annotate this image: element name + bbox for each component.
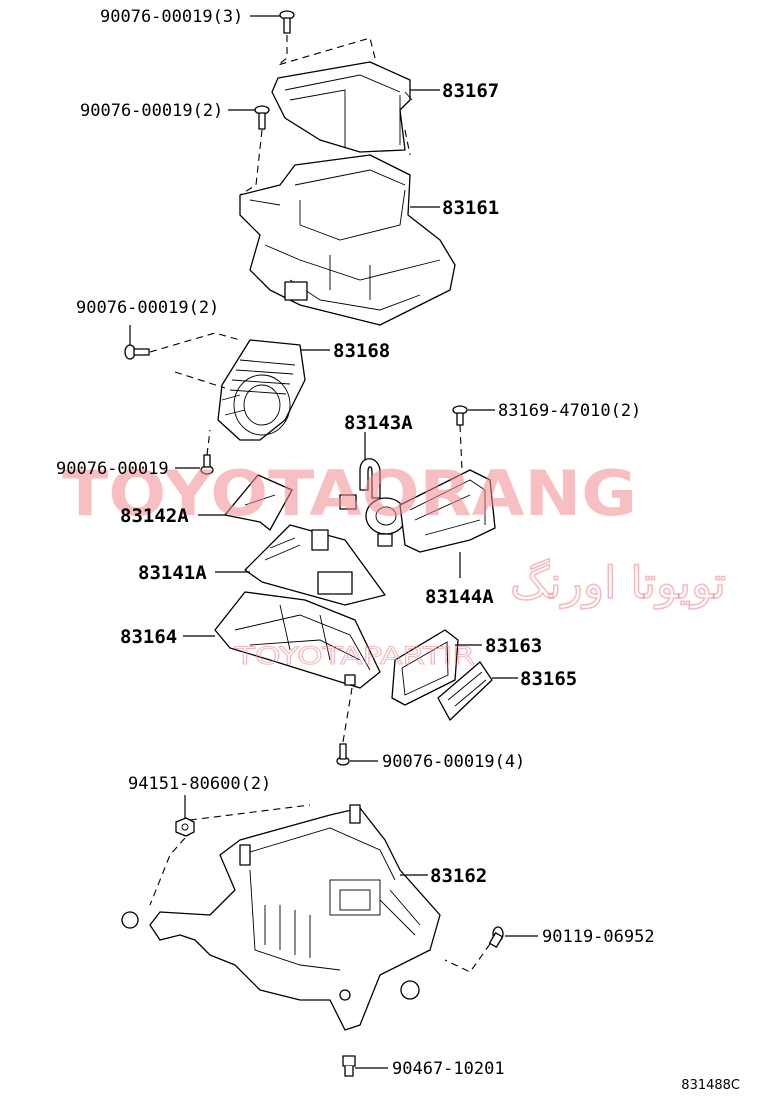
screw-left-icon [254, 105, 270, 130]
label-83144a: 83144A [425, 586, 494, 608]
label-83162: 83162 [430, 865, 487, 887]
label-83167: 83167 [442, 80, 499, 102]
part-83167-cover [271, 61, 413, 153]
screw-47010-icon [452, 405, 468, 426]
part-labels: 90076-00019(3) 90076-00019(2) 83167 8316… [56, 7, 740, 1093]
label-83164: 83164 [120, 626, 177, 648]
watermark-main: TOYOTAORANG [62, 457, 637, 530]
label-screw-4: 90076-00019(4) [382, 752, 525, 772]
nut-icon [175, 817, 195, 837]
label-83163: 83163 [485, 635, 542, 657]
label-83142a: 83142A [120, 505, 189, 527]
part-83168-motor-unit [217, 339, 306, 441]
part-83165-filter [437, 661, 493, 721]
label-screw-top-2: 90076-00019(2) [80, 101, 223, 121]
label-screw-mid-2: 90076-00019(2) [76, 298, 219, 318]
label-83165: 83165 [520, 668, 577, 690]
watermark-sub: TOYOTAPARTIR [234, 642, 475, 670]
watermark: TOYOTAORANG تويوتا اورنگ TOYOTAPARTIR [62, 457, 727, 671]
part-83141a-panel [244, 524, 386, 606]
label-83141a: 83141A [138, 562, 207, 584]
part-83143a-aspirator [339, 458, 407, 547]
watermark-arabic: تويوتا اورنگ [510, 558, 726, 609]
diagram-code: 831488C [681, 1078, 740, 1093]
label-screw-top-3: 90076-00019(3) [100, 7, 243, 27]
part-83144a-bracket [399, 469, 496, 553]
leader-lines [129, 15, 538, 1069]
label-83143a: 83143A [344, 412, 413, 434]
part-83161-case [239, 154, 456, 326]
part-83162-housing [121, 804, 441, 1031]
part-83164-lower-panel [214, 591, 381, 689]
label-screw-90119: 90119-06952 [542, 927, 655, 947]
label-nut-94151: 94151-80600(2) [128, 774, 271, 794]
label-83168: 83168 [333, 340, 390, 362]
part-83142a-plate [224, 474, 293, 531]
screw-lower-icon [200, 454, 214, 475]
label-clip-90467: 90467-10201 [392, 1059, 505, 1079]
part-83163-frame [391, 629, 459, 706]
screw-top-icon [279, 10, 295, 34]
screw-mid-icon [124, 344, 150, 360]
label-screw-47010: 83169-47010(2) [498, 401, 641, 421]
clip-icon [342, 1055, 356, 1077]
label-83161: 83161 [442, 197, 499, 219]
screw-90119-icon [488, 926, 504, 948]
label-screw-single: 90076-00019 [56, 459, 169, 479]
screw-4-icon [336, 743, 350, 766]
assembly-lines [149, 35, 491, 973]
